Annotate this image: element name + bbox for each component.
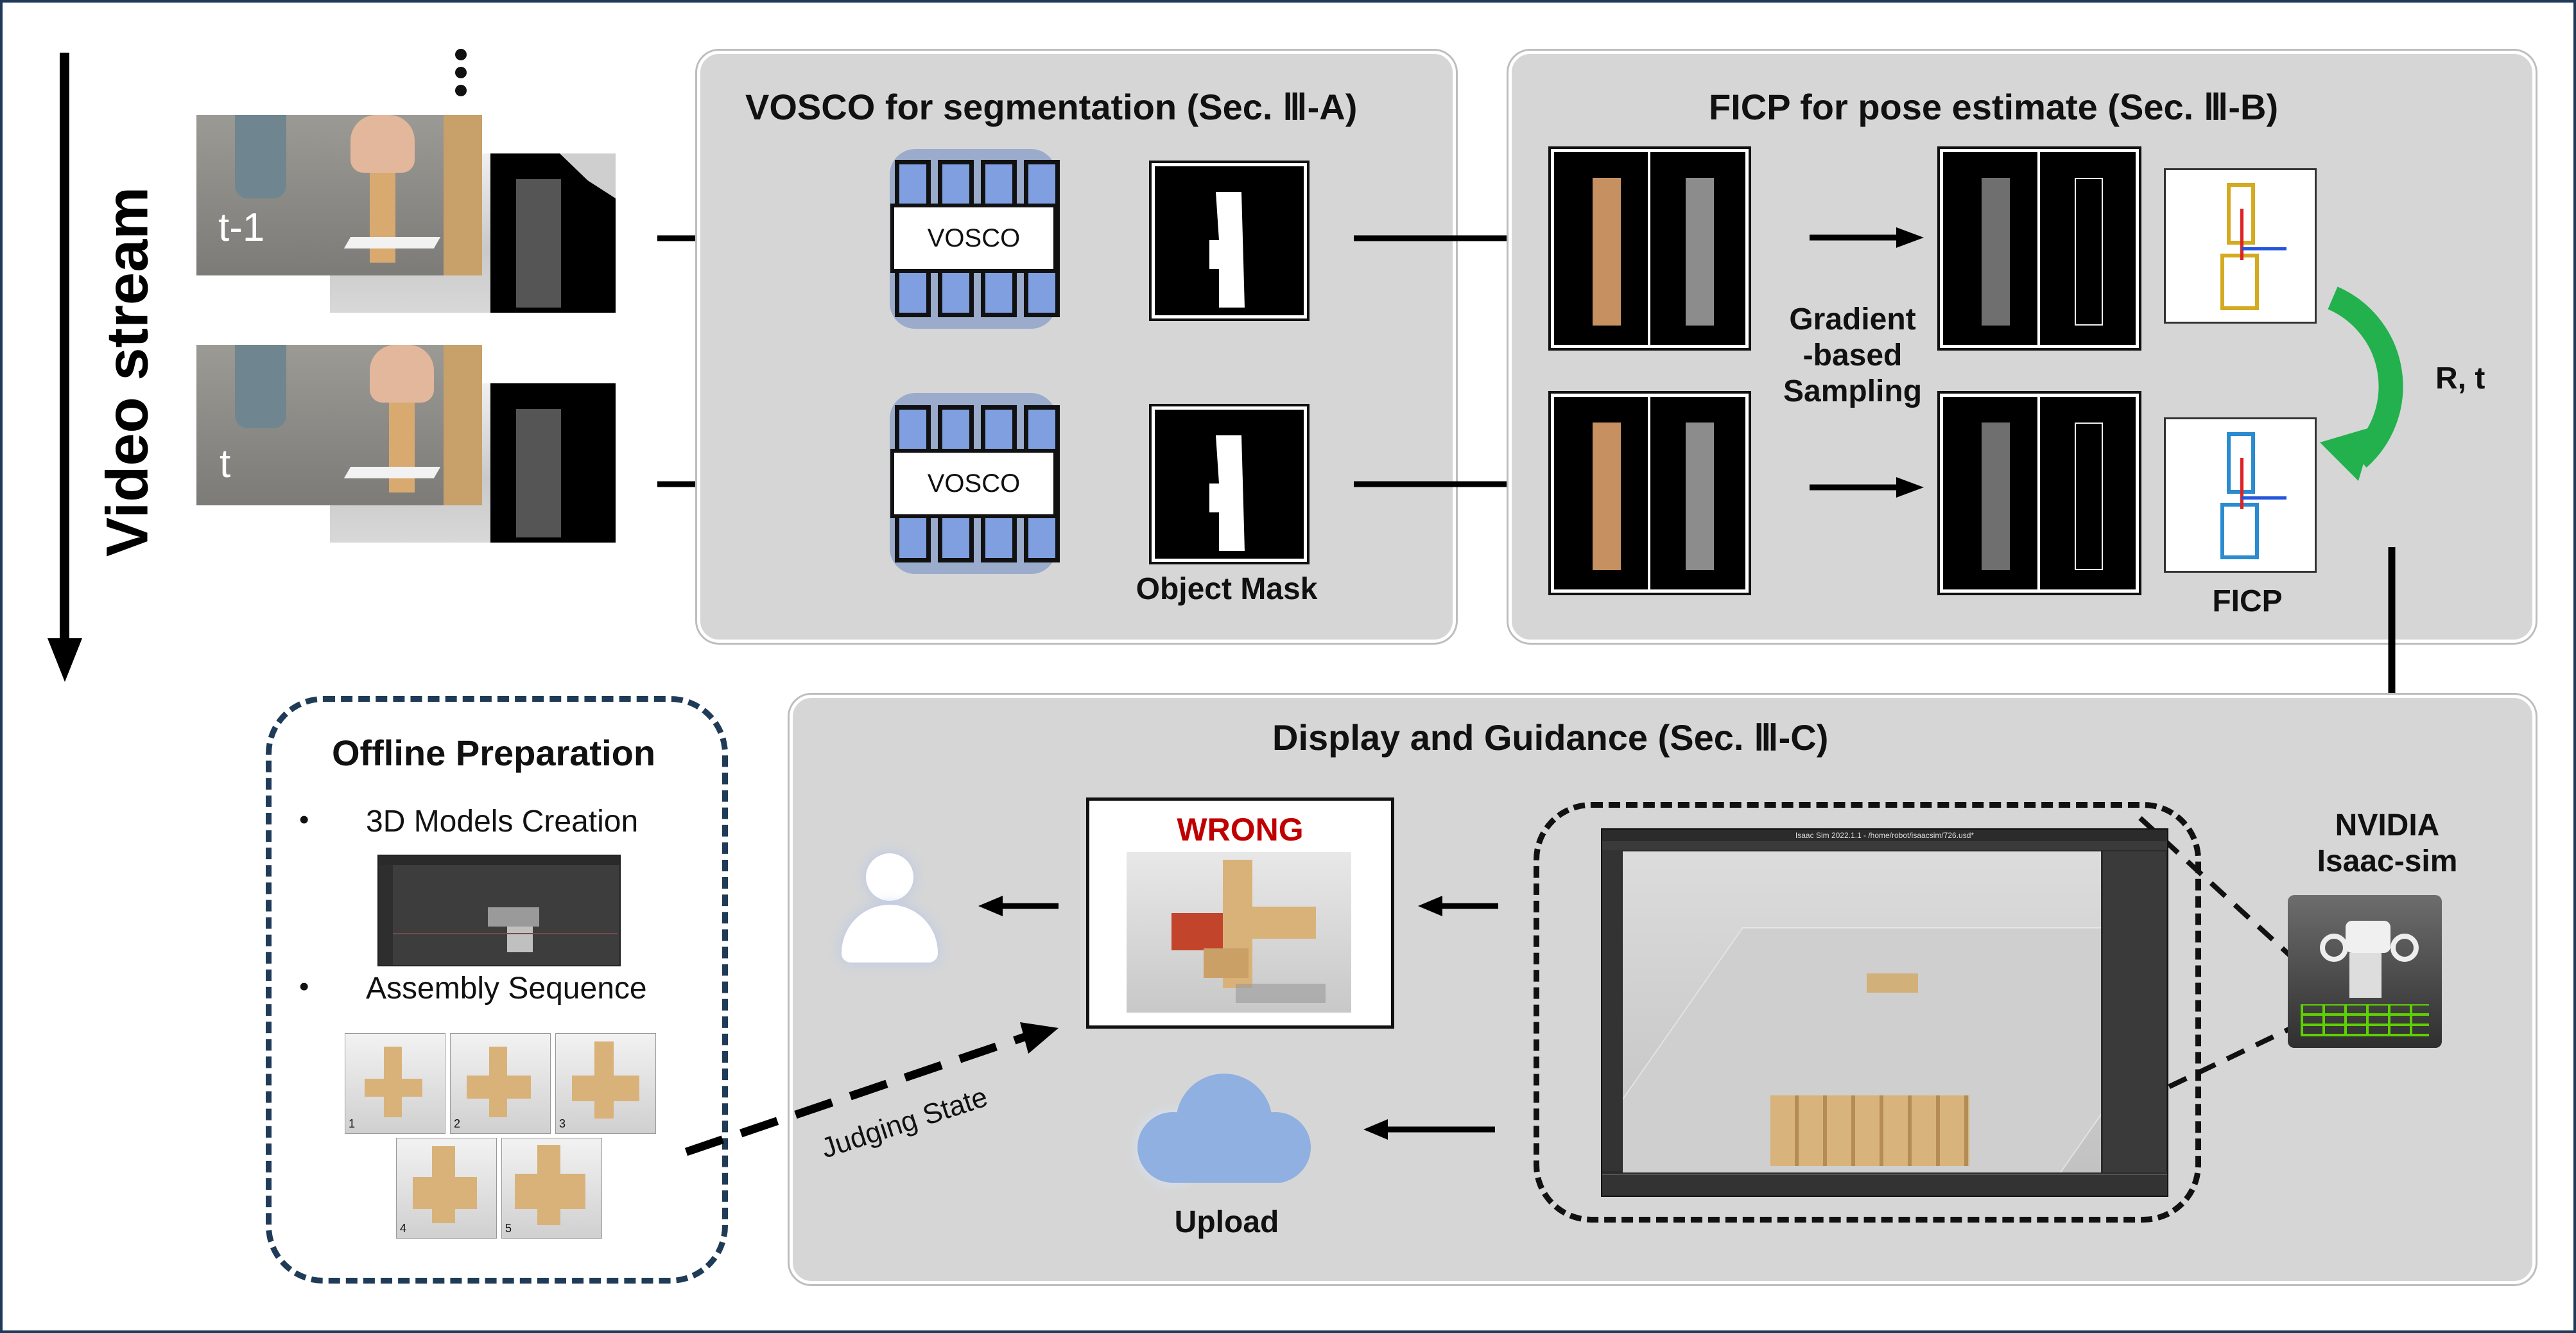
bullet-dot: • — [299, 804, 309, 835]
ficp-pointcloud-bottom — [2164, 417, 2317, 573]
offline-item-3d-models: 3D Models Creation — [366, 805, 639, 839]
sequence-number: 3 — [559, 1117, 566, 1130]
arrow-sampling-bottom — [1810, 477, 1924, 498]
video-stream-arrow-shaft — [60, 53, 69, 640]
assembly-render-image — [1127, 852, 1351, 1013]
transform-label: R, t — [2435, 362, 2485, 396]
vosco-module-top: VOSCO — [890, 204, 1057, 273]
status-text: WRONG — [1177, 812, 1304, 848]
isaac-window-title: Isaac Sim 2022.1.1 - /home/robot/isaacsi… — [1795, 831, 1975, 840]
masked-rgbd-bottom — [1551, 394, 1749, 593]
sampled-points-bottom — [1940, 394, 2139, 593]
sampling-label-line-1: Gradient — [1789, 302, 1916, 336]
mask-image-top — [1152, 163, 1307, 318]
vosco-panel-title: VOSCO for segmentation (Sec. Ⅲ-A) — [745, 87, 1358, 127]
offline-preparation-box — [266, 696, 728, 1284]
ficp-pointcloud-top — [2164, 168, 2317, 324]
isaac-viewport-callout — [1534, 802, 2201, 1223]
arrow-to-user — [978, 896, 1059, 916]
vosco-panel — [697, 51, 1456, 643]
frame-label-t-minus-1: t-1 — [218, 205, 265, 250]
sequence-thumb-3: 3 — [555, 1033, 656, 1134]
arrow-isaac-to-status — [1418, 896, 1498, 916]
sampling-label-line-2: -based — [1802, 338, 1903, 372]
rotation-arrow-icon — [2320, 286, 2403, 481]
user-icon — [835, 853, 944, 969]
offline-title: Offline Preparation — [331, 733, 656, 773]
sequence-number: 2 — [454, 1117, 461, 1130]
arrow-isaac-to-upload — [1363, 1119, 1495, 1140]
masked-rgbd-top — [1551, 149, 1749, 348]
upload-label: Upload — [1174, 1205, 1279, 1239]
isaac-label-line-2: Isaac-sim — [2317, 844, 2458, 878]
isaac-viewport — [1623, 851, 2101, 1172]
sequence-thumb-4: 4 — [396, 1138, 497, 1239]
isaac-sim-app-icon — [2288, 895, 2442, 1048]
bullet-dot: • — [299, 971, 309, 1002]
display-panel-title: Display and Guidance (Sec. Ⅲ-C) — [1272, 717, 1829, 758]
video-stream-label: Video stream — [94, 186, 160, 557]
sequence-number: 1 — [349, 1117, 356, 1130]
status-card: WRONG — [1086, 797, 1394, 1029]
isaac-sim-window: Isaac Sim 2022.1.1 - /home/robot/isaacsi… — [1601, 828, 2168, 1197]
ficp-panel-title: FICP for pose estimate (Sec. Ⅲ-B) — [1709, 87, 2279, 127]
sequence-number: 4 — [400, 1222, 407, 1235]
sequence-thumb-5: 5 — [501, 1138, 602, 1239]
rgb-frame-t-minus-1: t-1 — [196, 115, 482, 275]
vosco-module-bottom: VOSCO — [890, 449, 1057, 518]
object-mask-label: Object Mask — [1136, 572, 1318, 606]
sequence-thumb-2: 2 — [450, 1033, 551, 1134]
sequence-thumb-1: 1 — [345, 1033, 445, 1134]
arrow-sampling-top — [1810, 227, 1924, 248]
isaac-label-line-1: NVIDIA — [2335, 808, 2440, 842]
ellipsis-icon — [455, 49, 469, 96]
rgb-frame-t: t — [196, 345, 482, 505]
frame-label-t: t — [220, 442, 231, 486]
mask-image-bottom — [1152, 406, 1307, 562]
offline-item-assembly-sequence: Assembly Sequence — [366, 971, 647, 1006]
video-stream-arrowhead — [48, 638, 82, 682]
judging-state-arrow — [684, 1022, 1059, 1156]
cloud-icon — [1131, 1074, 1324, 1183]
sequence-number: 5 — [505, 1222, 512, 1235]
ficp-label: FICP — [2212, 584, 2283, 618]
sampling-label-line-3: Sampling — [1783, 374, 1923, 408]
sampled-points-top — [1940, 149, 2139, 348]
blender-screenshot — [377, 855, 621, 966]
